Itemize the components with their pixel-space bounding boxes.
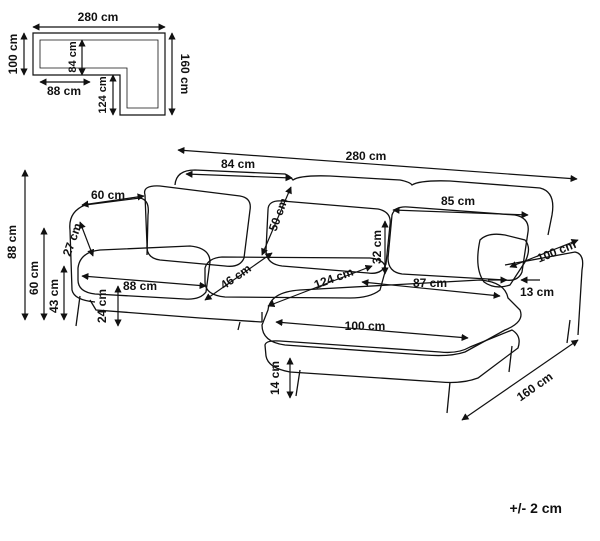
leg-center	[237, 321, 241, 331]
label-total-width: 280 cm	[346, 149, 387, 163]
label-total-height: 88 cm	[5, 225, 19, 259]
sofa-back	[174, 169, 554, 236]
top-view	[20, 23, 176, 116]
leg-chaise-right	[566, 319, 571, 344]
label-chaise-length: 160 cm	[514, 369, 555, 404]
top-chaise-seat-label: 124 cm	[97, 76, 109, 114]
top-view-inner-line	[39, 39, 159, 109]
dimension-lines	[21, 146, 579, 421]
sofa-base	[89, 299, 263, 323]
label-seat-height: 43 cm	[47, 279, 61, 313]
top-width-label: 280 cm	[78, 10, 119, 24]
label-leg-height: 24 cm	[95, 289, 109, 323]
label-chaise-depth: 100 cm	[535, 237, 578, 265]
leg-left	[75, 295, 81, 327]
top-chaise-length-label: 160 cm	[178, 54, 192, 95]
leg-chaise-front	[295, 369, 301, 397]
label-armrest-height: 27 cm	[60, 221, 85, 258]
leg-chaise-back	[446, 381, 451, 414]
label-chaise-cushion-width: 100 cm	[345, 319, 386, 333]
top-seat-depth-label: 84 cm	[67, 41, 79, 72]
top-view-labels: 280 cm 100 cm 84 cm 88 cm 160 cm 124 cm	[6, 10, 192, 114]
label-chaise-seat-width: 87 cm	[413, 276, 447, 290]
label-arm-height: 60 cm	[27, 261, 41, 295]
top-seat-width-label: 88 cm	[47, 84, 81, 98]
top-view-outline	[32, 32, 166, 116]
leg-chaise-mid	[508, 345, 513, 373]
chaise-base	[264, 329, 520, 384]
tolerance-note: +/- 2 cm	[509, 500, 562, 516]
label-back-cushion-width: 85 cm	[441, 194, 475, 208]
label-seat-width: 88 cm	[123, 279, 157, 293]
chaise-seat-cushion	[261, 279, 522, 357]
label-back-cushion-height: 32 cm	[370, 230, 384, 264]
label-chaise-leg-height: 14 cm	[268, 361, 282, 395]
back-cushion-left	[143, 185, 251, 267]
label-arm-thickness: 13 cm	[520, 285, 554, 299]
label-armrest-width: 60 cm	[91, 188, 125, 202]
label-cushion-width: 84 cm	[221, 157, 255, 171]
top-depth-label: 100 cm	[6, 34, 20, 75]
label-cushion-height: 50 cm	[266, 196, 291, 233]
back-cushion-right	[387, 206, 529, 281]
